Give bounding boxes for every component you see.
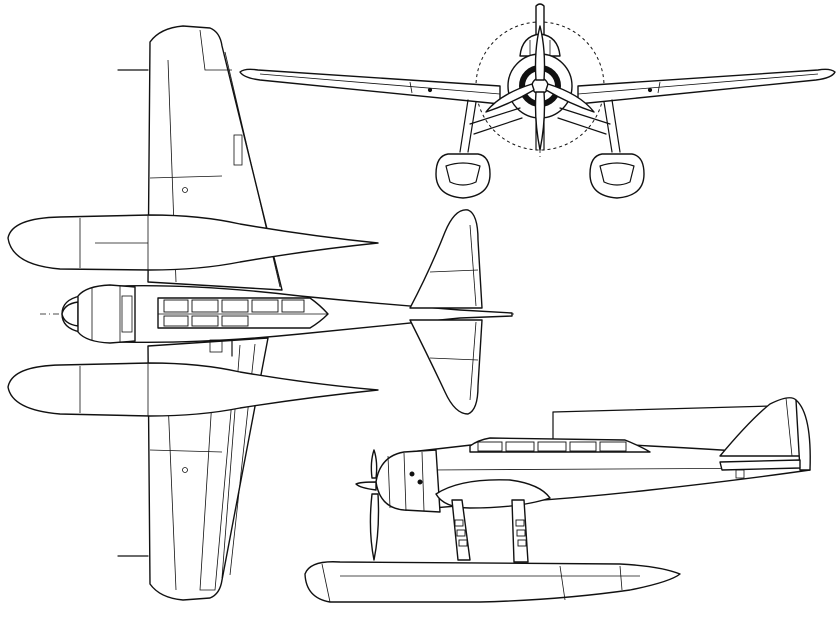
top-upper-tailplane (409, 209, 483, 309)
front-propeller-blade-bottom (534, 91, 546, 151)
side-tailplane (719, 459, 801, 471)
side-propeller-lower (369, 493, 380, 561)
front-propeller-blade-right (545, 83, 595, 113)
side-view (304, 397, 811, 603)
front-left-wing (239, 68, 501, 105)
top-lower-tailplane (409, 319, 483, 415)
side-antenna-wire (552, 405, 773, 413)
side-spinner (355, 481, 377, 491)
front-float-struts (459, 99, 621, 153)
top-canopy (157, 297, 329, 329)
front-right-wing (577, 68, 836, 105)
front-left-float (435, 153, 491, 199)
front-right-float (589, 153, 645, 199)
side-main-float (304, 561, 681, 603)
top-engine-cowling (77, 284, 136, 344)
front-propeller-blade-left (485, 83, 535, 113)
side-propeller-upper (370, 449, 378, 479)
top-lower-float (7, 362, 379, 417)
side-canopy (469, 437, 651, 453)
top-upper-float (7, 214, 379, 271)
front-propeller-blade-top (534, 25, 546, 81)
top-view (7, 25, 515, 601)
front-view (239, 3, 836, 199)
side-rudder (795, 399, 811, 471)
side-float-struts (451, 499, 529, 563)
side-engine-cowling (375, 449, 441, 513)
